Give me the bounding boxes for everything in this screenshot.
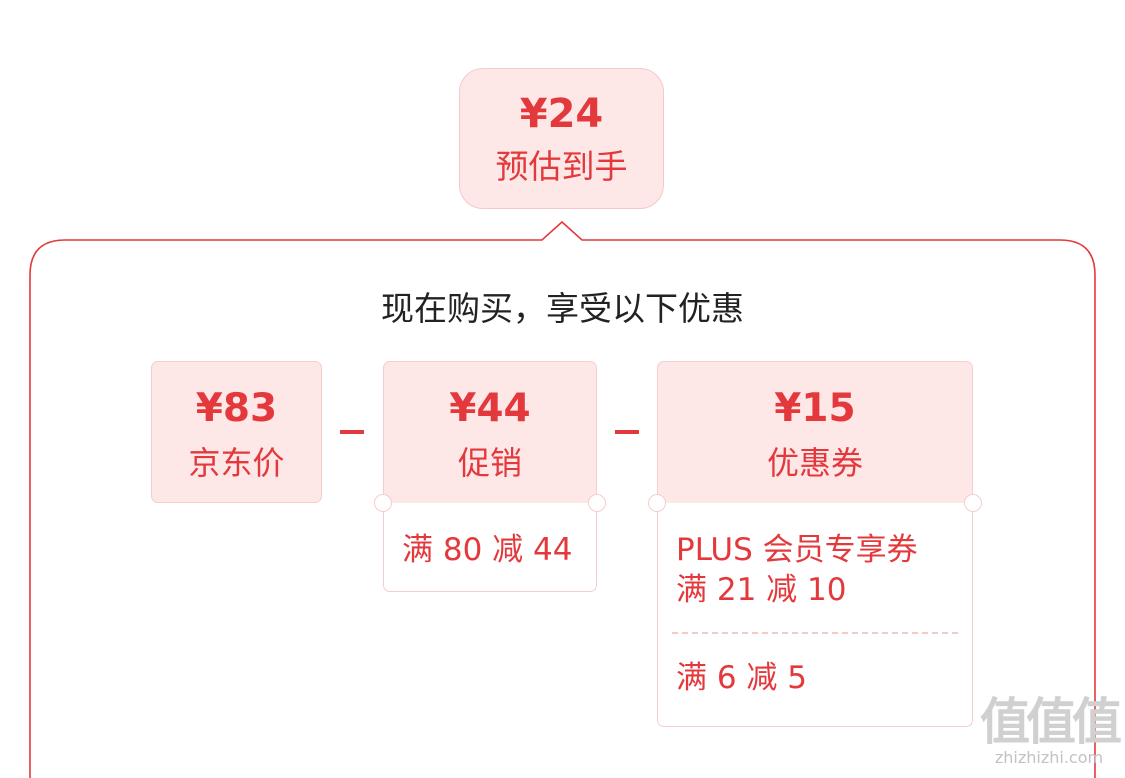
ticket-notch	[588, 494, 606, 512]
watermark-logo: 值值值	[980, 693, 1122, 751]
ticket-notch	[374, 494, 392, 512]
coupon-card: ¥15 优惠券	[657, 361, 973, 503]
promotion-detail-card: 满 80 减 44	[383, 503, 597, 592]
estimated-price-value: ¥24	[519, 91, 604, 137]
estimated-price-label: 预估到手	[495, 147, 628, 186]
frame-outline	[29, 220, 1096, 778]
promotion-rule: 满 80 减 44	[402, 532, 573, 568]
watermark-url: zhizhizhi.com	[994, 748, 1104, 767]
coupon-plus-rule: 满 21 减 10	[676, 572, 847, 608]
breakdown-headline: 现在购买，享受以下优惠	[381, 289, 744, 328]
ticket-notch	[964, 494, 982, 512]
coupon-plus-title: PLUS 会员专享券	[676, 532, 918, 568]
jd-price-card: ¥83 京东价	[151, 361, 322, 503]
coupon-second-rule: 满 6 减 5	[676, 660, 808, 696]
coupon-label: 优惠券	[766, 444, 863, 482]
promotion-card: ¥44 促销	[383, 361, 597, 503]
ticket-notch	[648, 494, 666, 512]
minus-operator-2	[615, 430, 639, 434]
coupon-divider	[672, 632, 958, 634]
promotion-label: 促销	[457, 444, 522, 482]
jd-price-value: ¥83	[195, 386, 278, 431]
minus-operator-1	[340, 430, 364, 434]
jd-price-label: 京东价	[188, 444, 285, 482]
coupon-detail-card: PLUS 会员专享券 满 21 减 10 满 6 减 5	[657, 503, 973, 727]
site-watermark: 值值值 zhizhizhi.com	[975, 696, 1123, 768]
estimated-price-badge: ¥24 预估到手	[459, 68, 664, 209]
coupon-value: ¥15	[774, 386, 856, 431]
promotion-value: ¥44	[449, 386, 531, 431]
